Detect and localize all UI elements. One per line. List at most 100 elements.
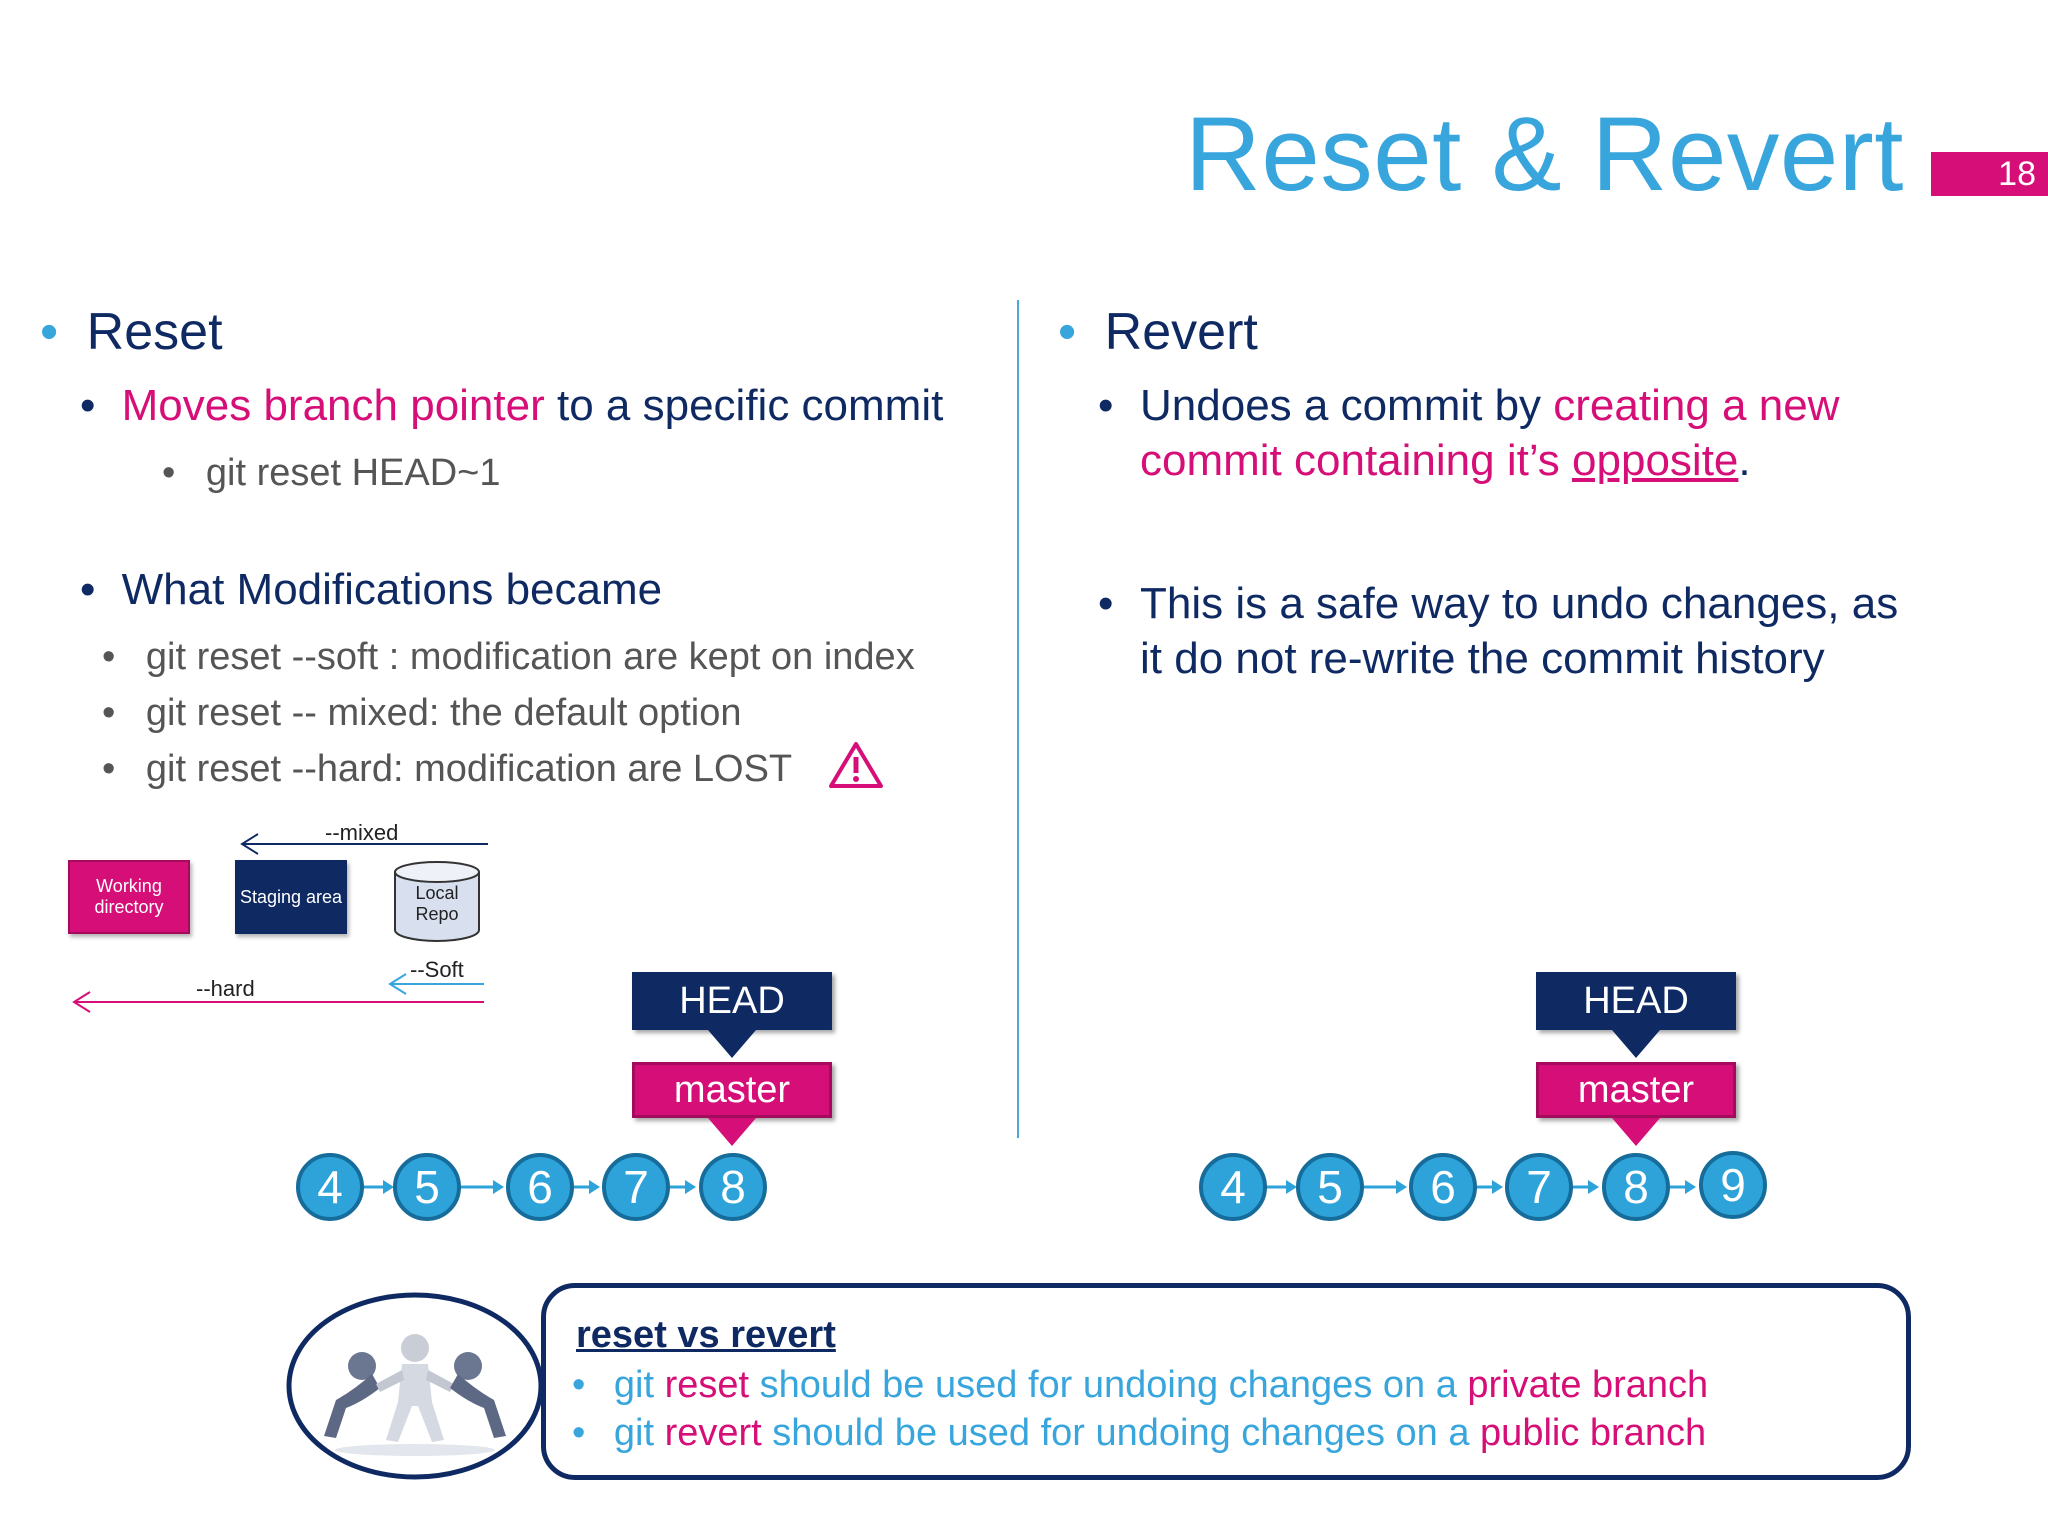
slide-title: Reset & Revert <box>1185 96 1904 213</box>
commit-label: 6 <box>527 1161 553 1213</box>
bullet-dot-icon: • <box>80 381 96 430</box>
commit-link <box>1364 1180 1407 1194</box>
bullet-dot-icon: • <box>102 692 116 734</box>
revert-bullet-1-lead: Undoes a commit by <box>1140 381 1554 430</box>
revert-head-pointer: HEAD <box>1536 972 1736 1030</box>
mixed-label: --mixed <box>325 820 399 845</box>
revert-bullet-1-highlight: creating a new commit containing it’s <box>1140 381 1840 485</box>
revert-master-branch-label: master <box>1536 1062 1736 1118</box>
commit-link <box>461 1180 504 1194</box>
revert-bullet-1-body: Undoes a commit by creating a new commit… <box>1140 378 1920 488</box>
reset-heading-text: Reset <box>86 303 223 361</box>
revert-head-arrow-icon <box>1612 1030 1660 1058</box>
reset-mode-hard-text: git reset --hard: modification are LOST <box>145 748 793 790</box>
commit-label: 5 <box>414 1161 440 1213</box>
commit-label: 4 <box>1220 1161 1246 1213</box>
bullet-dot-icon: • <box>572 1364 586 1406</box>
commit-node-5 <box>1296 1153 1364 1221</box>
bullet-dot-icon: • <box>102 636 116 678</box>
local-repo-cylinder <box>394 861 480 942</box>
summary-branch-type: private branch <box>1467 1364 1709 1406</box>
reset-bullet-1: • Moves branch pointer to a specific com… <box>80 378 943 433</box>
commit-node-7 <box>1505 1153 1573 1221</box>
soft-label: --Soft <box>410 957 464 982</box>
commit-node-4 <box>1199 1153 1267 1221</box>
revert-heading-text: Revert <box>1104 303 1258 361</box>
revert-bullet-2: • This is a safe way to undo changes, as… <box>1098 576 1930 686</box>
summary-keyword: revert <box>664 1412 762 1454</box>
master-branch-label: master <box>632 1062 832 1118</box>
commit-link <box>1670 1180 1696 1194</box>
summary-text: should be used for undoing changes on a <box>749 1364 1468 1406</box>
revert-heading: • Revert <box>1058 302 1258 362</box>
reset-mode-soft: • git reset --soft : modification are ke… <box>102 636 915 679</box>
reset-bullet-2-text: What Modifications became <box>121 565 663 614</box>
commit-node-8 <box>699 1153 767 1221</box>
summary-text: should be used for undoing changes on a <box>761 1412 1481 1454</box>
revert-bullet-1: • Undoes a commit by creating a new comm… <box>1098 378 1920 488</box>
commit-label: 8 <box>1623 1161 1649 1213</box>
reset-mode-soft-text: git reset --soft : modification are kept… <box>145 636 915 678</box>
summary-line-revert: • git revert should be used for undoing … <box>572 1412 1706 1455</box>
bullet-dot-icon: • <box>1098 381 1114 430</box>
commit-node-8 <box>1602 1153 1670 1221</box>
commit-link <box>1477 1180 1503 1194</box>
commit-label: 9 <box>1720 1159 1746 1211</box>
reset-command: • git reset HEAD~1 <box>162 452 501 495</box>
reset-mode-mixed-text: git reset -- mixed: the default option <box>145 692 742 734</box>
commit-link <box>670 1180 696 1194</box>
summary-line-reset: • git reset should be used for undoing c… <box>572 1364 1708 1407</box>
bullet-dot-icon: • <box>80 565 96 614</box>
reset-heading: • Reset <box>40 302 223 362</box>
revert-bullet-1-end: . <box>1738 436 1751 485</box>
bullet-dot-icon: • <box>40 303 59 361</box>
summary-branch-type: public branch <box>1480 1412 1707 1454</box>
commit-node-6 <box>506 1153 574 1221</box>
hard-label: --hard <box>196 976 255 1001</box>
summary-title: reset vs revert <box>576 1314 836 1356</box>
commit-label: 7 <box>623 1161 649 1213</box>
summary-keyword: reset <box>664 1364 750 1406</box>
reset-mode-hard: • git reset --hard: modification are LOS… <box>102 748 792 791</box>
summary-text: git <box>613 1364 665 1406</box>
revert-commit-chain: 4 5 6 7 8 9 <box>1199 1151 1767 1221</box>
commit-label: 6 <box>1430 1161 1456 1213</box>
commit-node-9 <box>1699 1151 1767 1219</box>
commit-node-5 <box>393 1153 461 1221</box>
revert-bullet-2-text: This is a safe way to undo changes, as i… <box>1140 579 1899 683</box>
bullet-dot-icon: • <box>102 748 116 790</box>
head-pointer: HEAD <box>632 972 832 1030</box>
working-directory-box: Working directory <box>68 860 190 934</box>
commit-link <box>574 1180 600 1194</box>
reset-commit-chain: 4 5 6 7 8 <box>296 1153 767 1221</box>
commit-node-4 <box>296 1153 364 1221</box>
bullet-dot-icon: • <box>1098 579 1114 628</box>
bullet-dot-icon: • <box>162 452 176 494</box>
reset-command-text: git reset HEAD~1 <box>205 452 501 494</box>
bullet-dot-icon: • <box>1058 303 1077 361</box>
commit-label: 7 <box>1526 1161 1552 1213</box>
tug-of-war-figures-image <box>286 1292 544 1480</box>
revert-bullet-1-opposite: opposite <box>1572 436 1739 485</box>
commit-node-6 <box>1409 1153 1477 1221</box>
revert-master-arrow-icon <box>1612 1118 1660 1146</box>
head-arrow-icon <box>708 1030 756 1058</box>
reset-modes-arrows <box>72 833 488 1013</box>
commit-label: 8 <box>720 1161 746 1213</box>
reset-bullet-1-rest: to a specific commit <box>544 381 944 430</box>
commit-link <box>1573 1180 1599 1194</box>
master-arrow-icon <box>708 1118 756 1146</box>
column-divider <box>1017 300 1019 1138</box>
commit-label: 4 <box>317 1161 343 1213</box>
reset-bullet-1-highlight: Moves branch pointer <box>121 381 545 430</box>
warning-triangle-icon <box>829 742 883 788</box>
commit-label: 5 <box>1317 1161 1343 1213</box>
reset-vs-revert-panel: reset vs revert • git reset should be us… <box>541 1283 1911 1480</box>
bullet-dot-icon: • <box>572 1412 586 1454</box>
commit-link <box>363 1180 394 1194</box>
staging-area-box: Staging area <box>235 860 347 934</box>
reset-bullet-2: • What Modifications became <box>80 562 662 617</box>
summary-text: git <box>613 1412 665 1454</box>
reset-mode-mixed: • git reset -- mixed: the default option <box>102 692 742 735</box>
local-repo-label: Local Repo <box>415 883 459 924</box>
